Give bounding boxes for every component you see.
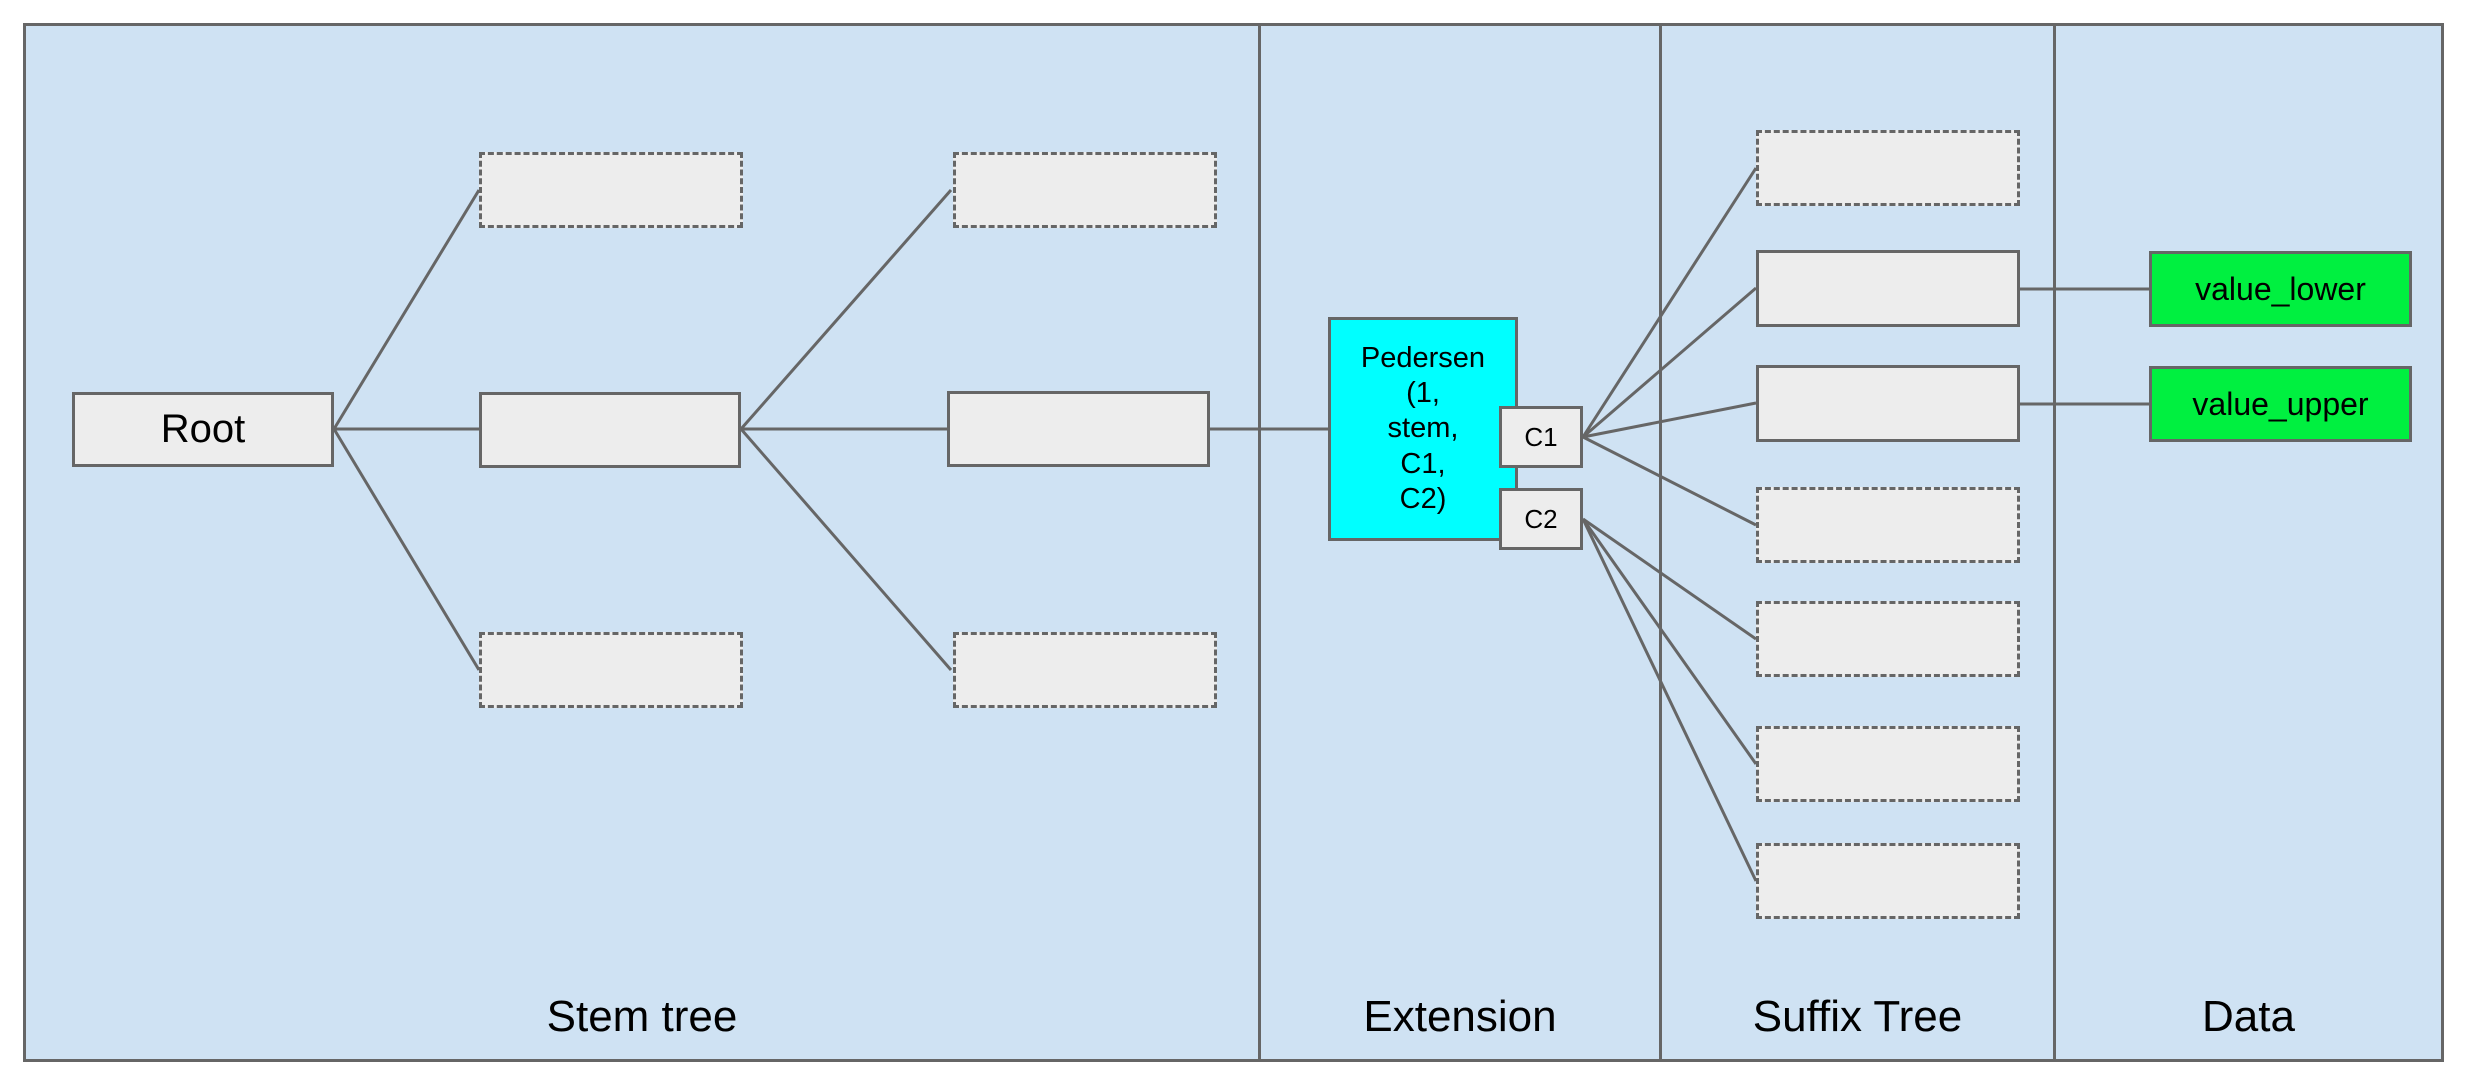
c2-node-label: C2 bbox=[1524, 503, 1558, 534]
suffix-placeholder-node bbox=[1756, 487, 2020, 563]
suffix-placeholder-node bbox=[1756, 130, 2020, 206]
stem-placeholder-node bbox=[953, 632, 1217, 708]
section-label-stem-tree: Stem tree bbox=[546, 991, 738, 1041]
suffix-placeholder-node bbox=[1756, 601, 2020, 677]
stem-placeholder-node bbox=[953, 152, 1217, 228]
root-node: Root bbox=[72, 392, 334, 467]
stem-empty-node bbox=[947, 391, 1210, 467]
value-lower-label: value_lower bbox=[2195, 270, 2366, 307]
section-extension: Extension bbox=[1261, 26, 1662, 1059]
value-lower-node: value_lower bbox=[2149, 251, 2412, 327]
pedersen-node-label: Pedersen (1, stem, C1, C2) bbox=[1360, 341, 1486, 516]
section-data: Data bbox=[2056, 26, 2441, 1059]
suffix-placeholder-node bbox=[1756, 726, 2020, 802]
c1-node: C1 bbox=[1499, 406, 1583, 468]
root-node-label: Root bbox=[160, 407, 246, 451]
section-stem-tree: Stem tree bbox=[26, 26, 1261, 1059]
value-upper-label: value_upper bbox=[2192, 385, 2369, 422]
section-label-extension: Extension bbox=[1363, 991, 1557, 1041]
diagram-frame: Stem tree Extension Suffix Tree Data bbox=[23, 23, 2444, 1062]
stem-empty-node bbox=[479, 392, 741, 468]
section-label-suffix-tree: Suffix Tree bbox=[1752, 991, 1963, 1041]
suffix-empty-node bbox=[1756, 365, 2020, 442]
stem-placeholder-node bbox=[479, 632, 743, 708]
stem-placeholder-node bbox=[479, 152, 743, 228]
c2-node: C2 bbox=[1499, 488, 1583, 550]
value-upper-node: value_upper bbox=[2149, 366, 2412, 442]
section-label-data: Data bbox=[2202, 991, 2295, 1041]
suffix-empty-node bbox=[1756, 250, 2020, 327]
suffix-placeholder-node bbox=[1756, 843, 2020, 919]
c1-node-label: C1 bbox=[1524, 421, 1558, 452]
section-suffix-tree: Suffix Tree bbox=[1662, 26, 2056, 1059]
pedersen-commitment-node: Pedersen (1, stem, C1, C2) bbox=[1328, 317, 1518, 541]
